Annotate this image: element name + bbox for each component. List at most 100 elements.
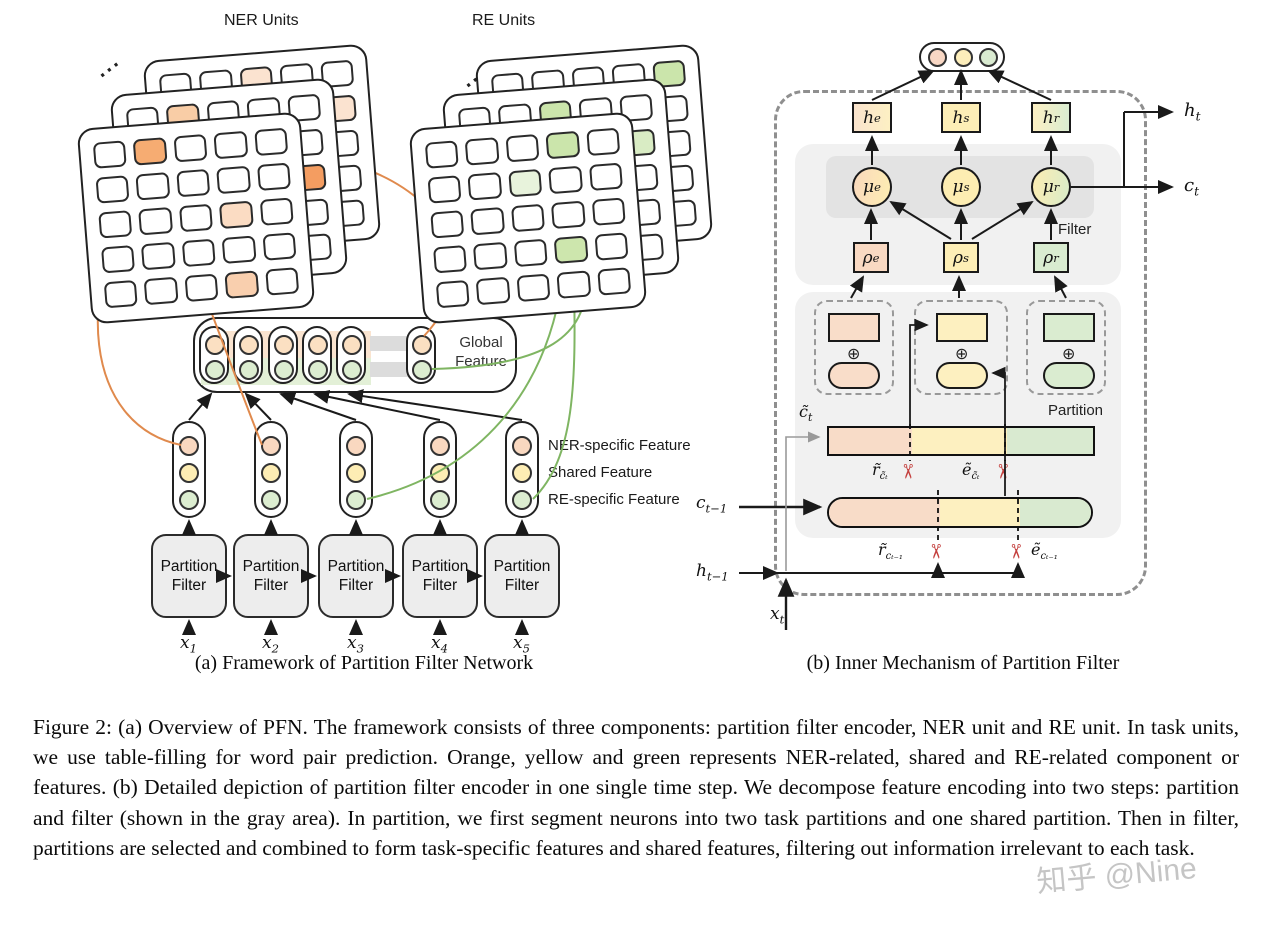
subcaption-a: (a) Framework of Partition Filter Networ… — [194, 652, 534, 674]
shared-feature-circle — [274, 335, 294, 355]
grid-cell — [259, 197, 294, 226]
ner-card-front — [76, 111, 316, 325]
re-feature-circle — [512, 490, 532, 510]
partition-filter-label: Filter — [504, 577, 540, 594]
grid-cell — [594, 232, 629, 261]
grid-cell — [435, 279, 471, 309]
grid-cell — [216, 165, 251, 195]
re-feature-circle — [261, 490, 281, 510]
cut-e-ct-label: ẽc̃ₜ — [962, 460, 980, 483]
shared-feature-circle — [179, 463, 199, 483]
grid-cell — [221, 235, 257, 264]
grid-cell — [138, 206, 173, 236]
partition-filter-label: Partition — [160, 558, 218, 575]
grid-cell — [545, 130, 580, 160]
ct-tilde-label: c̃t — [799, 402, 813, 425]
ner-feature-circle — [928, 48, 947, 67]
global-capsule — [268, 326, 298, 384]
subcaption-b: (b) Inner Mechanism of Partition Filter — [806, 652, 1120, 674]
partition-filter-label: Partition — [411, 558, 469, 575]
c-prev-label: ct−1 — [696, 493, 728, 516]
shared-feature-circle — [430, 463, 450, 483]
grid-cell — [505, 133, 540, 163]
shared-partition-rect — [936, 313, 988, 342]
grid-cell — [551, 200, 586, 230]
x-t-label: xt — [770, 604, 785, 627]
feature-column — [254, 421, 288, 518]
grid-cell — [588, 162, 623, 191]
re-feature-circle — [979, 48, 998, 67]
grid-cell — [219, 200, 254, 230]
shared-feature-circle — [412, 335, 432, 355]
shared-partition-pill — [936, 362, 988, 389]
re-feature-circle — [412, 360, 432, 380]
ner-partition-rect — [828, 313, 880, 342]
grid-cell — [465, 137, 500, 166]
grid-cell — [556, 270, 591, 299]
grid-cell — [181, 238, 216, 268]
legend-label: NER-specific Feature — [548, 437, 691, 454]
re-feature-circle — [342, 360, 362, 380]
input-label: x3 — [347, 633, 364, 656]
h-prev-label: ht−1 — [696, 561, 729, 584]
global-capsule — [336, 326, 366, 384]
grid-cell — [253, 127, 289, 157]
grid-cell — [470, 206, 505, 236]
shared-feature-circle — [308, 335, 328, 355]
grid-cell — [103, 279, 139, 309]
connector-bar — [370, 336, 410, 351]
partition-filter-label: Partition — [493, 558, 551, 575]
connector-bar — [370, 362, 410, 377]
grid-cell — [178, 203, 214, 233]
grid-cell — [510, 203, 546, 233]
partition-filter-label: Partition — [242, 558, 300, 575]
grid-cell — [144, 276, 179, 306]
grid-cell — [467, 172, 503, 201]
shared-feature-circle — [954, 48, 973, 67]
grid-cell — [424, 140, 460, 169]
input-label: x2 — [262, 633, 279, 656]
re-feature-circle — [179, 490, 199, 510]
ner-units-title: NER Units — [224, 12, 299, 29]
oplus-icon: ⊕ — [955, 344, 969, 363]
ner-segment — [829, 499, 940, 526]
grid-cell — [176, 168, 211, 198]
ner-feature-circle — [346, 436, 366, 456]
feature-column — [339, 421, 373, 518]
grid-cell — [433, 245, 468, 274]
grid-cell — [256, 162, 291, 191]
shared-feature-circle — [239, 335, 259, 355]
grid-cell — [224, 270, 259, 299]
ner-partition-group — [814, 300, 894, 395]
grid-cell — [476, 276, 511, 306]
c-t-label: ct — [1184, 175, 1200, 199]
re-feature-circle — [346, 490, 366, 510]
ner-feature-circle — [179, 436, 199, 456]
partition-filter-label: Filter — [338, 577, 374, 594]
oplus-icon: ⊕ — [1062, 344, 1076, 363]
scissors-icon: ✂ — [1003, 543, 1026, 560]
grid-cell — [548, 165, 583, 195]
shared-feature-circle — [342, 335, 362, 355]
ner-feature-circle — [261, 436, 281, 456]
shared-feature-circle — [346, 463, 366, 483]
global-capsule — [199, 326, 229, 384]
ner-feature-circle — [512, 436, 532, 456]
cut-e-prev-label: ẽcₜ₋₁ — [1031, 540, 1058, 563]
scissors-icon: ✂ — [990, 463, 1013, 480]
ner-segment — [829, 428, 912, 454]
feature-column — [423, 421, 457, 518]
re-partition-rect — [1043, 313, 1095, 342]
grid-cell — [133, 137, 168, 166]
partition-filter-label: Filter — [422, 577, 458, 594]
